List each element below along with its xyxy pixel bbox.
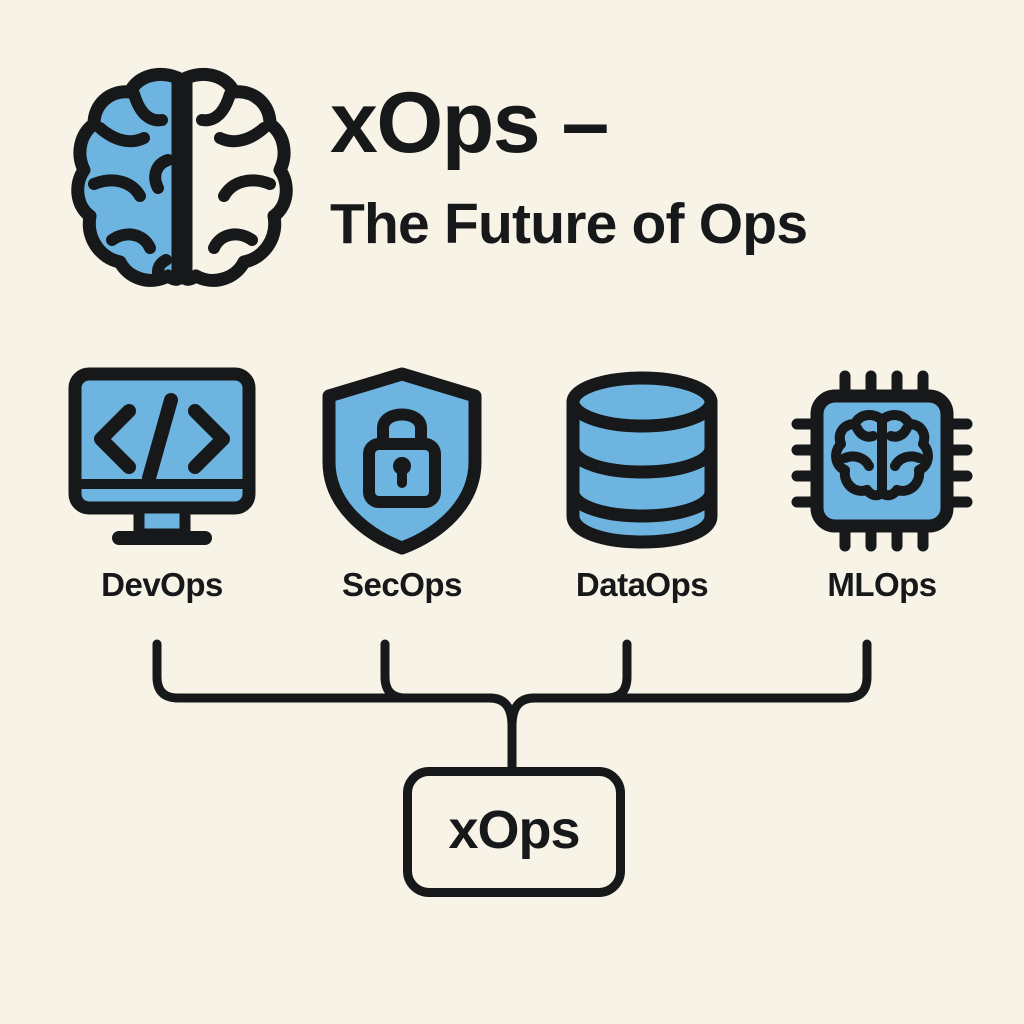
monitor-code-icon [67,366,257,556]
pillars-row: DevOps SecOps [0,366,1024,626]
page-subtitle: The Future of Ops [330,192,808,256]
pillar-dataops[interactable]: DataOps [522,366,762,626]
pillar-secops[interactable]: SecOps [282,366,522,626]
pillar-devops[interactable]: DevOps [42,366,282,626]
xops-result-label: xOps [448,800,580,860]
page-title: xOps – [330,75,609,171]
pillar-label: DataOps [575,566,709,603]
shield-lock-icon [307,366,497,556]
pillar-label: SecOps [342,566,462,603]
database-icon [547,366,737,556]
pillar-mlops[interactable]: MLOps [762,366,1002,626]
xops-result-box[interactable]: xOps [403,767,625,897]
connector-lines [0,630,1024,780]
title-block: xOps – The Future of Ops [330,80,950,253]
chip-brain-icon [787,366,977,556]
pillar-label: DevOps [101,566,223,603]
brain-icon [70,64,294,292]
pillar-label: MLOps [827,566,937,603]
